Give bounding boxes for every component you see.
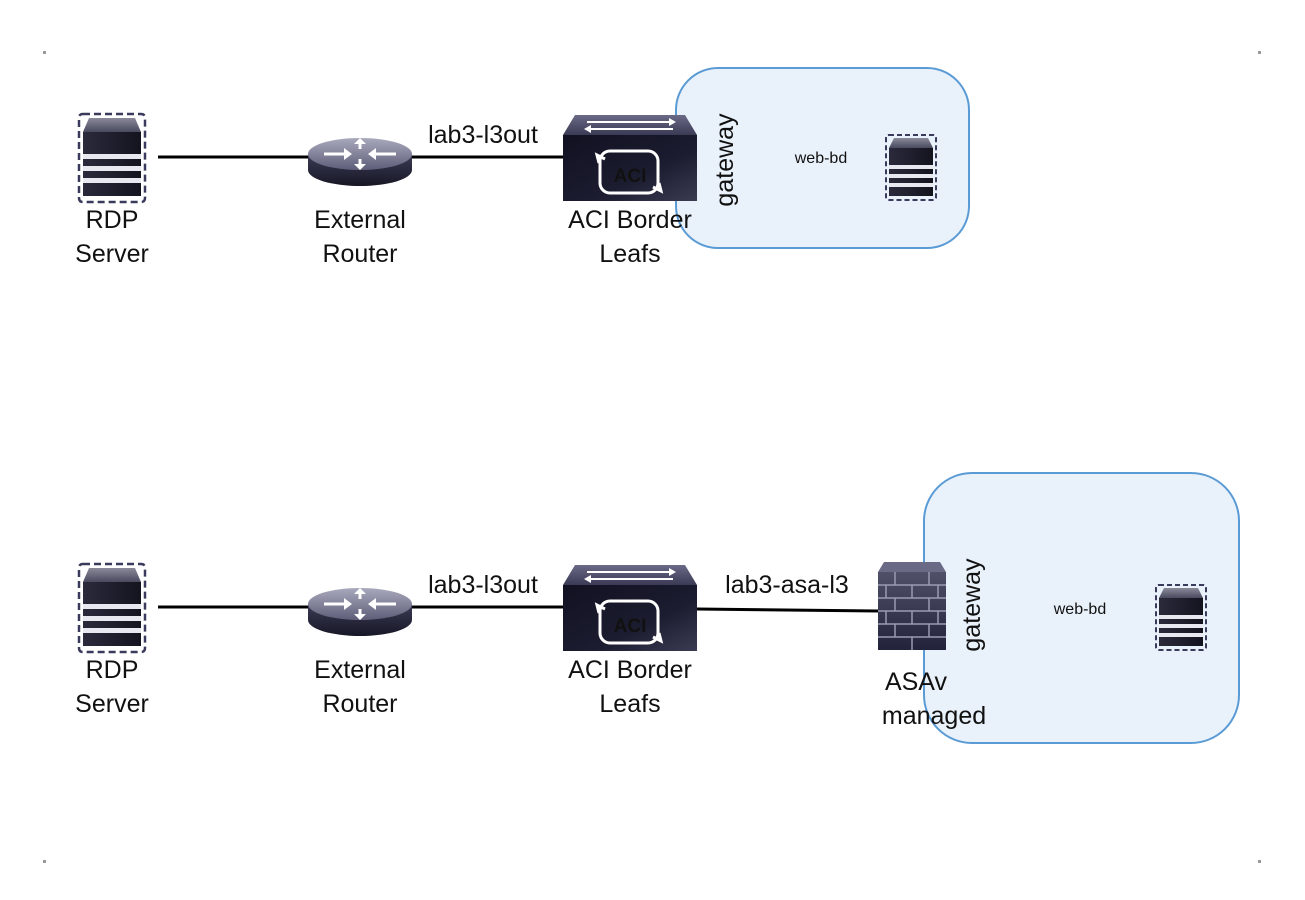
asa-link-label: lab3-asa-l3 <box>725 571 849 599</box>
rdp-server-label-1: RDP <box>86 656 139 684</box>
aci-border-leafs-label-1: ACI Border <box>568 206 692 234</box>
router-icon <box>306 136 414 188</box>
asav-label-2: managed <box>882 702 986 730</box>
aci-switch-icon <box>561 563 699 653</box>
server-icon <box>77 562 147 654</box>
aci-badge: ACI <box>614 166 647 187</box>
rdp-server-label-1: RDP <box>86 206 139 234</box>
aci-switch-icon <box>561 113 699 203</box>
external-router-label-1: External <box>314 206 406 234</box>
server-icon <box>885 134 937 201</box>
l3out-link-label: lab3-l3out <box>428 121 538 149</box>
bridge-domain-name: web-bd <box>1053 601 1106 618</box>
asav-label-1: ASAv <box>885 668 948 696</box>
aci-border-leafs-label-2: Leafs <box>599 690 660 718</box>
page-corner-marks <box>43 51 1261 863</box>
rdp-server-label-2: Server <box>75 240 149 268</box>
diagram-top: ACI RDP Server External Router lab3-l3ou… <box>75 67 970 268</box>
server-icon <box>1155 584 1207 651</box>
external-router-label-2: Router <box>322 690 397 718</box>
gateway-label: gateway <box>958 558 986 652</box>
link-leafs-asav <box>696 607 879 613</box>
aci-border-leafs-label-1: ACI Border <box>568 656 692 684</box>
external-router-label-1: External <box>314 656 406 684</box>
diagram-bottom: ACI RDP Server External Router lab3-l3ou… <box>75 472 1240 744</box>
server-icon <box>77 112 147 204</box>
aci-border-leafs-label-2: Leafs <box>599 240 660 268</box>
aci-badge: ACI <box>614 616 647 637</box>
external-router-label-2: Router <box>322 240 397 268</box>
firewall-icon <box>877 561 947 651</box>
l3out-link-label: lab3-l3out <box>428 571 538 599</box>
gateway-label: gateway <box>711 113 739 207</box>
router-icon <box>306 586 414 638</box>
rdp-server-label-2: Server <box>75 690 149 718</box>
bridge-domain-name: web-bd <box>794 150 847 167</box>
